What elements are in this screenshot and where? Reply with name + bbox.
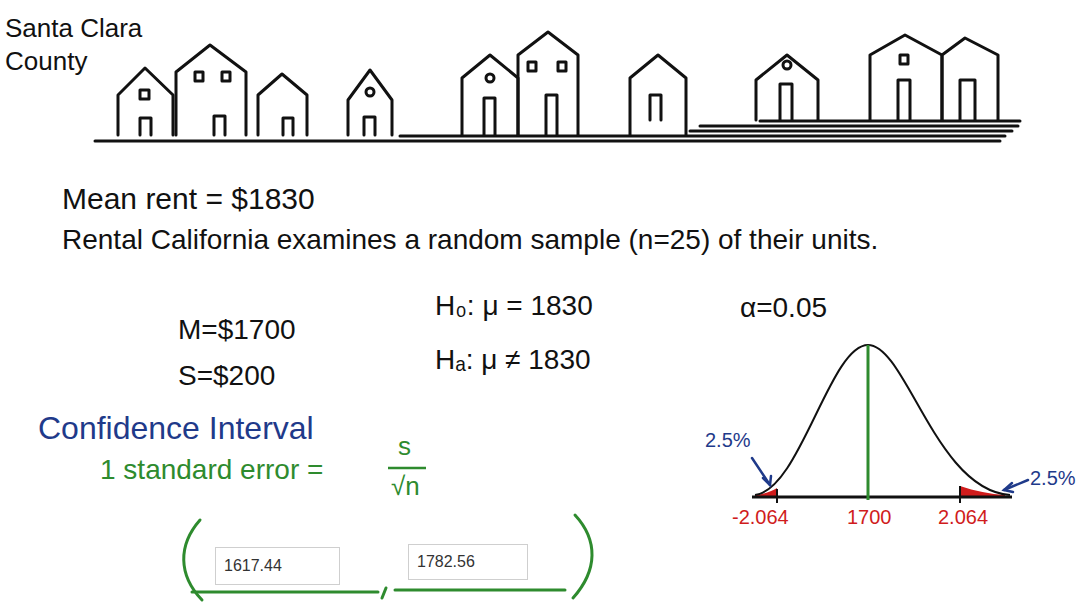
alt-hypothesis: Hₐ: μ ≠ 1830 (435, 342, 591, 377)
critical-value: -2.064 (732, 505, 789, 530)
place-name: Santa Clara County (5, 12, 175, 77)
alpha-level: α=0.05 (740, 290, 827, 325)
answer-value: 1617.44 (216, 557, 290, 575)
critical-value: 2.064 (938, 505, 988, 530)
answer-value: 1782.56 (409, 553, 483, 571)
tail-percent: 2.5% (705, 428, 751, 453)
sample-sd: S=$200 (178, 358, 275, 393)
answer-box: 1617.44 (215, 547, 340, 585)
section-heading: Confidence Interval (38, 408, 314, 448)
fact-text: Mean rent = $1830 (62, 180, 315, 218)
answer-box: 1782.56 (408, 544, 528, 580)
formula-text: 1 standard error = (100, 452, 323, 487)
sample-mean: M=$1700 (178, 312, 296, 347)
numerator: s (398, 430, 411, 463)
null-hypothesis: H₀: μ = 1830 (435, 288, 593, 323)
sentence: Rental California examines a random samp… (62, 222, 997, 257)
tail-percent: 2.5% (1030, 466, 1076, 491)
denominator: √n (391, 470, 420, 503)
mean-value: 1700 (847, 505, 892, 530)
